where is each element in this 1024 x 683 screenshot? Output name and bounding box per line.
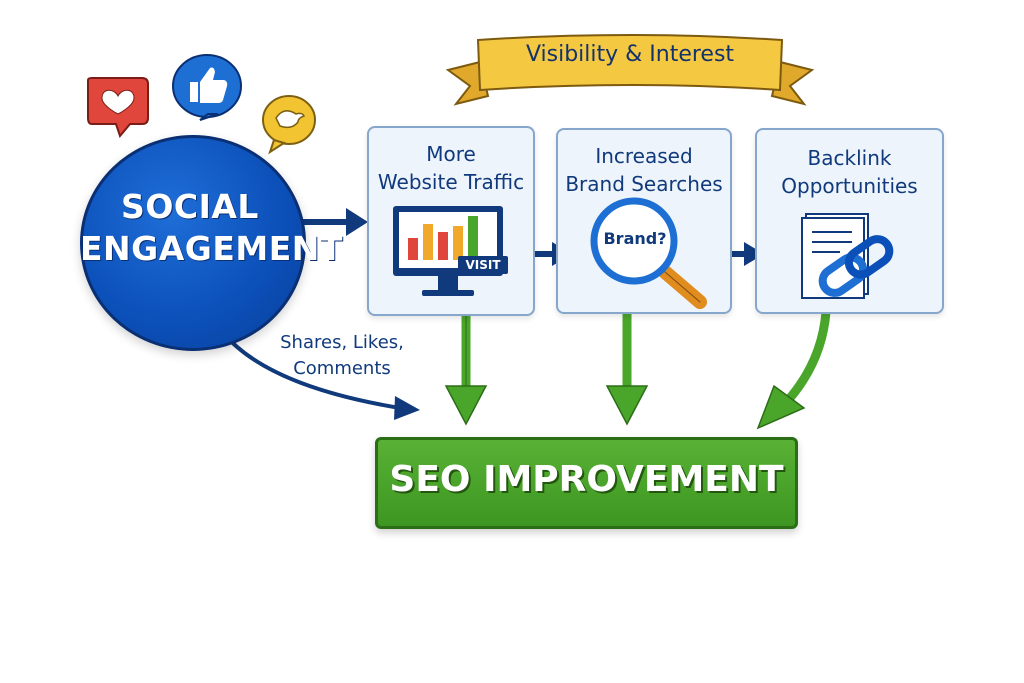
card-website-traffic-line2: Website Traffic: [377, 170, 525, 194]
interactions-label: Shares, Likes, Comments: [262, 330, 422, 382]
visit-badge: VISIT: [458, 256, 508, 274]
interactions-line2: Comments: [293, 358, 391, 379]
social-engagement-label: SOCIAL ENGAGEMENT: [80, 186, 343, 270]
seo-improvement-label: SEO IMPROVEMENT: [389, 459, 784, 500]
heart-icon: [87, 77, 149, 139]
magnifier-label: Brand?: [603, 229, 667, 248]
social-line1: SOCIAL: [121, 187, 259, 226]
arrow-backlink-to-seo: [756, 311, 831, 430]
visibility-banner: [445, 34, 815, 106]
social-engagement-circle: [80, 135, 306, 351]
social-line2: ENGAGEMENT: [80, 229, 343, 268]
card-website-traffic-line1: More: [426, 142, 476, 166]
thumbs-up-icon: [172, 54, 242, 121]
seo-improvement-box: [375, 437, 798, 529]
arrow-social-to-traffic: [303, 208, 368, 236]
card-brand-searches-title: Increased Brand Searches: [556, 142, 732, 198]
arrow-brand-to-seo: [605, 312, 649, 426]
card-brand-searches-line2: Brand Searches: [565, 172, 723, 196]
arrow-traffic-to-seo: [444, 312, 488, 426]
card-website-traffic-title: More Website Traffic: [367, 140, 535, 196]
card-backlink-opportunities-title: Backlink Opportunities: [755, 144, 944, 200]
bird-icon: [262, 95, 316, 155]
card-brand-searches-line1: Increased: [595, 144, 693, 168]
interactions-line1: Shares, Likes,: [280, 332, 404, 353]
card-backlink-line2: Opportunities: [781, 174, 918, 198]
banner-label: Visibility & Interest: [525, 42, 735, 67]
card-backlink-line1: Backlink: [807, 146, 892, 170]
